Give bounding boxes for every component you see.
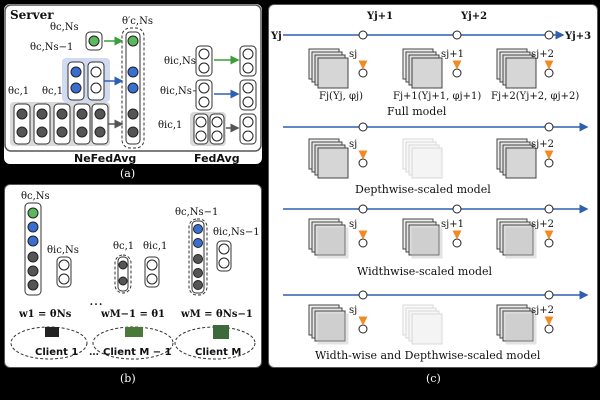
- nefedavg-label: NeFedAvg: [74, 152, 136, 164]
- label-y-j2: Yj+2: [460, 11, 487, 22]
- panel-c-diagram: Yj Yj+1 Yj+2 Yj+3 sj sj+1 sj+2 Fj(Yj, φj…: [270, 11, 591, 362]
- gray-column-group: [13, 103, 109, 145]
- w-label-s-j: sj: [349, 219, 357, 230]
- row-width-depth: sj sj+2 Width-wise and Depthwise-scaled …: [283, 290, 589, 362]
- row-title-widthwise: Widthwise-scaled model: [357, 265, 493, 278]
- wd-label-s-j: sj: [349, 305, 357, 316]
- panel-a-diagram: Server θc,Ns θc,Ns−1 θc,1 θc,1 θ′c,Ns: [4, 4, 262, 165]
- wd-label-s-j2: sj+2: [531, 305, 554, 316]
- theta-c-ns-prime-label: θ′c,Ns: [122, 16, 153, 27]
- panel-b-diagram: θc,Ns θic,Ns … θc,1 θic,1 θc,Ns−1 θic,Ns…: [10, 191, 260, 360]
- label-y-j1: Yj+1: [366, 11, 393, 22]
- b-wm1: wM−1 = θ1: [100, 309, 165, 320]
- b-theta-c-1: θc,1: [113, 241, 134, 252]
- b-w1: w1 = θNs: [18, 309, 72, 320]
- d-label-s-j: sj: [349, 139, 357, 150]
- label-s-j: sj: [349, 49, 357, 60]
- row-depthwise: sj sj+2 Depthwise-scaled model: [283, 122, 589, 196]
- caption-c: (c): [426, 372, 441, 385]
- caption-a: (a): [120, 167, 136, 180]
- d-label-s-j2: sj+2: [531, 139, 554, 150]
- fedavg-label: FedAvg: [194, 152, 240, 164]
- label-y-j3: Yj+3: [564, 31, 591, 42]
- theta-c-1-label: θc,1: [8, 86, 29, 97]
- b-theta-c-ns-m1: θc,Ns−1: [175, 207, 218, 218]
- green-node: [88, 35, 100, 47]
- row-title-full: Full model: [387, 105, 447, 118]
- blue-column-group: [67, 61, 105, 101]
- b-theta-c-ns: θc,Ns: [21, 191, 50, 202]
- client-1-label: Client 1: [35, 347, 78, 358]
- theta-c-1b-label: θc,1: [42, 86, 63, 97]
- theta-c-ns-label: θc,Ns: [50, 22, 79, 33]
- b-ellipsis-2: …: [89, 347, 99, 358]
- w-label-s-j2: sj+2: [531, 219, 554, 230]
- client-m-label: Client M: [195, 347, 241, 358]
- aggregated-dashed: [121, 27, 145, 149]
- panel-a: Server θc,Ns θc,Ns−1 θc,1 θc,1 θ′c,Ns: [4, 4, 262, 165]
- server-label: Server: [10, 8, 54, 22]
- w-label-s-j1: sj+1: [441, 219, 464, 230]
- theta-ic-1-label: θic,1: [158, 120, 182, 131]
- theta-c-ns-m1-label: θc,Ns−1: [30, 42, 73, 53]
- row-title-depthwise: Depthwise-scaled model: [355, 183, 491, 196]
- clientm-device-icon: [213, 325, 229, 339]
- b-theta-ic-1: θic,1: [143, 241, 167, 252]
- row-widthwise: sj sj+1 sj+2 Widthwise-scaled model: [283, 204, 589, 278]
- panel-c: Yj Yj+1 Yj+2 Yj+3 sj sj+1 sj+2 Fj(Yj, φj…: [268, 4, 598, 368]
- row-full-model: Yj Yj+1 Yj+2 Yj+3 sj sj+1 sj+2 Fj(Yj, φj…: [270, 11, 591, 118]
- b-wm: wM = θNs−1: [180, 309, 253, 320]
- row-title-width-depth: Width-wise and Depthwise-scaled model: [315, 349, 541, 362]
- fedavg-units: [190, 45, 226, 146]
- panel-b: θc,Ns θic,Ns … θc,1 θic,1 θc,Ns−1 θic,Ns…: [4, 184, 262, 368]
- b-theta-ic-ns: θic,Ns: [47, 245, 79, 256]
- clientm1-device-icon: [125, 327, 143, 337]
- label-s-j1: sj+1: [441, 49, 464, 60]
- label-s-j2: sj+2: [531, 49, 554, 60]
- theta-ic-ns-m1-label: θic,Ns−1: [160, 86, 207, 97]
- label-y-j: Yj: [270, 31, 282, 42]
- caption-b: (b): [120, 372, 136, 385]
- label-f-j1: Fj+1(Yj+1, φj+1): [393, 91, 481, 102]
- b-ellipsis-1: …: [89, 293, 103, 309]
- client-m1-label: Client M − 1: [103, 347, 172, 358]
- client1-device-icon: [45, 327, 59, 337]
- b-theta-ic-ns-m1: θic,Ns−1: [213, 227, 260, 238]
- label-f-j: Fj(Yj, φj): [319, 91, 363, 102]
- theta-ic-ns-label: θic,Ns: [164, 56, 196, 67]
- label-f-j2: Fj+2(Yj+2, φj+2): [491, 91, 579, 102]
